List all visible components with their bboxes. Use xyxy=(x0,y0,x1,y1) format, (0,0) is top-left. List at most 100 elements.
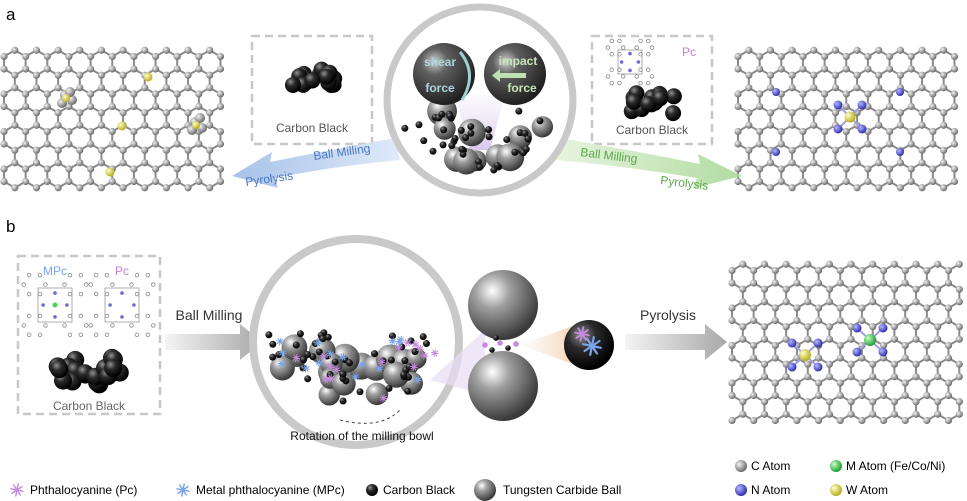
n-atom xyxy=(813,338,823,348)
carbon-atom xyxy=(782,335,790,343)
carbon-atom xyxy=(907,90,915,98)
carbon-atom xyxy=(728,341,736,350)
atom xyxy=(78,332,84,338)
ball-milling-pyrolysis-arrow-left xyxy=(232,138,400,188)
mpc-star-icon xyxy=(339,352,347,361)
carbon-atom xyxy=(728,391,736,400)
carbon-atom xyxy=(793,266,801,275)
carbon-atom xyxy=(97,109,106,117)
carbon-atom xyxy=(825,298,834,306)
carbon-atom xyxy=(750,304,758,312)
w-atom-icon xyxy=(830,484,842,496)
carbon-atom xyxy=(0,127,8,136)
carbon-atom xyxy=(853,84,861,92)
mpc-star-icon xyxy=(315,358,324,367)
carbon-atom xyxy=(875,159,883,167)
carbon-atom xyxy=(760,410,769,418)
mpc-star-icon xyxy=(314,339,322,348)
carbon-atom xyxy=(923,279,931,287)
carbon-atom xyxy=(141,184,149,192)
carbon-atom xyxy=(32,184,41,192)
carbon-atom xyxy=(875,84,883,92)
pc-star-icon xyxy=(332,366,341,374)
pc-star-icon xyxy=(411,340,420,349)
atom xyxy=(104,332,110,338)
carbon-atom xyxy=(54,121,62,129)
carbon-atom xyxy=(821,90,829,98)
carbon-atom xyxy=(950,90,959,98)
carbon-atom xyxy=(815,354,823,362)
carbon-atom xyxy=(940,46,948,54)
atom xyxy=(37,272,43,278)
carbon-black-particle xyxy=(304,375,312,383)
carbon-black-particle xyxy=(411,348,419,356)
carbon-atom xyxy=(879,316,888,325)
carbon-atom xyxy=(896,46,904,54)
carbon-atom xyxy=(750,266,758,275)
carbon-atom xyxy=(896,159,904,167)
carbon-atom xyxy=(944,279,953,287)
atom xyxy=(609,80,614,86)
pc-star-icon xyxy=(430,349,439,357)
atom xyxy=(646,67,651,72)
carbon-atom xyxy=(162,159,170,167)
carbon-atom xyxy=(777,140,785,148)
shear-force-label: force xyxy=(425,81,455,95)
carbon-atom xyxy=(885,177,894,186)
carbon-black-particle xyxy=(304,351,312,359)
carbon-atom xyxy=(87,65,95,73)
carbon-atom xyxy=(923,391,931,400)
carbon-atom xyxy=(853,146,861,154)
carbon-atom xyxy=(836,416,844,425)
carbon-atom xyxy=(771,304,779,312)
carbon-atom xyxy=(901,316,909,325)
carbon-black-particle xyxy=(446,112,454,120)
atom xyxy=(617,38,622,44)
carbon-atom xyxy=(32,121,41,129)
carbon-atom xyxy=(11,46,19,54)
carbon-atom xyxy=(944,304,953,312)
carbon-atom xyxy=(782,373,790,381)
carbon-atom xyxy=(907,127,915,136)
carbon-atom xyxy=(97,146,106,154)
atom xyxy=(134,332,140,338)
carbon-atom xyxy=(940,146,948,154)
carbon-black-particle xyxy=(309,353,317,361)
carbon-atom xyxy=(206,184,214,192)
carbon-atom xyxy=(22,127,30,136)
pyrolysis-arrow xyxy=(625,324,727,360)
carbon-atom xyxy=(734,177,742,186)
carbon-atom xyxy=(173,127,181,136)
carbon-atom xyxy=(216,90,225,98)
carbon-atom xyxy=(821,102,829,111)
carbon-atom xyxy=(184,159,192,167)
panel-b-label: b xyxy=(6,217,15,236)
carbon-black-particle xyxy=(398,343,406,351)
carbon-atom xyxy=(940,184,948,192)
m-atom-icon xyxy=(830,460,842,472)
carbon-atom xyxy=(162,84,170,92)
carbon-atom xyxy=(141,109,149,117)
carbon-atom xyxy=(944,379,953,387)
carbon-atom xyxy=(901,416,909,425)
atom xyxy=(88,282,93,287)
carbon-atom xyxy=(842,177,850,186)
carbon-atom xyxy=(87,127,95,136)
carbon-atom xyxy=(739,335,747,343)
carbon-atom xyxy=(896,184,904,192)
carbon-atom xyxy=(151,102,160,111)
carbon-atom xyxy=(76,71,84,79)
atom xyxy=(78,272,84,278)
carbon-atom xyxy=(912,323,920,331)
carbon-atom xyxy=(923,354,931,362)
legend-n-atom: N Atom xyxy=(751,483,790,497)
carbon-black-particle xyxy=(490,166,498,174)
carbon-atom xyxy=(108,102,116,111)
carbon-atom xyxy=(771,379,779,387)
carbon-atom xyxy=(923,379,931,387)
carbon-atom xyxy=(76,121,84,129)
carbon-atom xyxy=(11,184,19,192)
carbon-atom xyxy=(173,165,181,173)
n-atom xyxy=(41,303,45,307)
carbon-atom xyxy=(804,360,812,368)
